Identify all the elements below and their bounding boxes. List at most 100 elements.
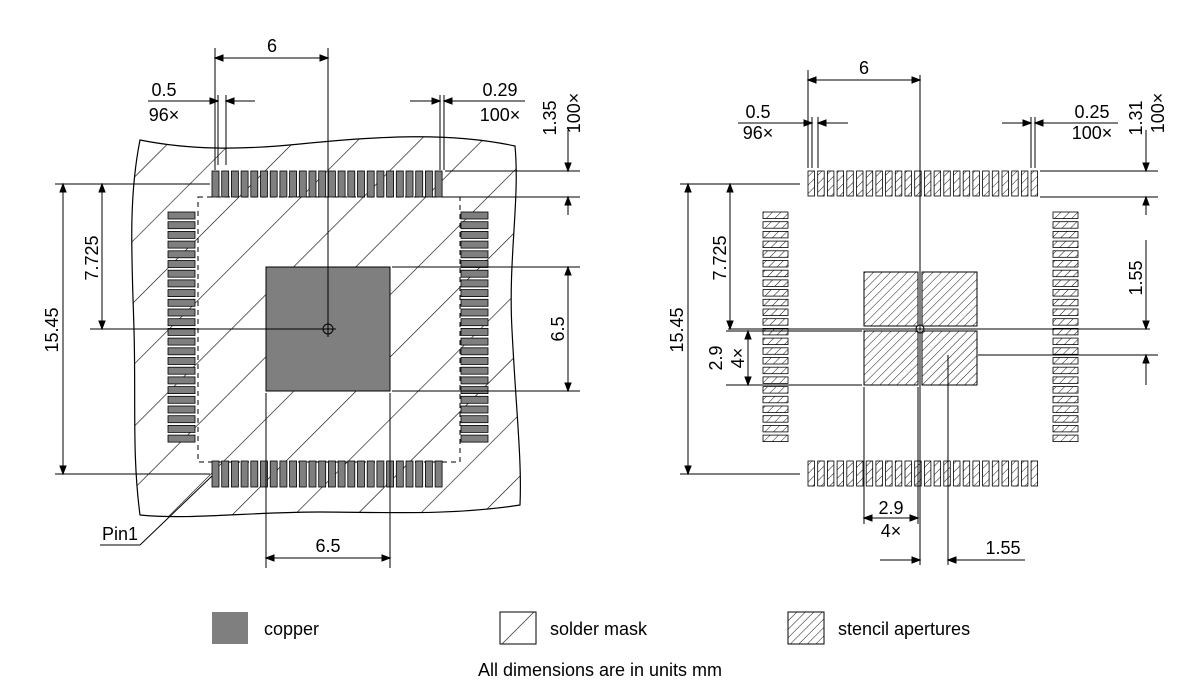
pin1-label: Pin1: [102, 524, 138, 544]
pad: [424, 460, 433, 488]
right-view: 6 0.5 96× 0.25 100× 1.31: [667, 58, 1168, 565]
stencil-pad: [807, 170, 815, 197]
pad: [167, 347, 196, 356]
stencil-pad: [1052, 337, 1079, 346]
units-note: All dimensions are in units mm: [477, 660, 723, 680]
legend-copper-swatch: [212, 612, 248, 644]
left-pads: [167, 170, 489, 488]
r-dim-pad-length-value: 1.31: [1126, 100, 1146, 135]
stencil-pad: [865, 460, 874, 487]
pad: [460, 298, 489, 307]
pad: [460, 386, 489, 395]
stencil-pad: [982, 170, 990, 197]
pad: [460, 211, 489, 220]
pad: [167, 240, 196, 249]
dim-pad-width-value: 0.5: [151, 80, 176, 100]
stencil-pad: [1052, 434, 1079, 443]
stencil-pad: [962, 460, 971, 487]
pad: [308, 460, 317, 488]
stencil-pad: [1052, 250, 1079, 258]
pad: [167, 260, 196, 268]
pad: [347, 170, 356, 198]
pad: [366, 170, 375, 198]
pad: [167, 434, 196, 443]
stencil-pad: [846, 170, 854, 197]
pad: [260, 170, 268, 198]
dim-top-6: [213, 48, 330, 329]
pad: [460, 240, 489, 249]
stencil-pad: [762, 230, 789, 239]
dim-half-span: 7.725: [82, 235, 102, 280]
r-dim-pad-width-count: 96×: [743, 123, 774, 143]
dim-pad-length-count: 100×: [564, 93, 584, 134]
pad: [460, 308, 489, 317]
stencil-pad: [1001, 170, 1009, 197]
pad: [366, 460, 375, 488]
pad: [405, 170, 414, 198]
stencil-pad: [953, 460, 961, 487]
pad: [460, 289, 489, 298]
stencil-pad: [1052, 211, 1079, 219]
right-stencil-pads: [762, 170, 1079, 487]
stencil-pad: [991, 170, 1000, 197]
stencil-pad: [1052, 395, 1079, 404]
pad: [250, 170, 259, 198]
r-dim-aperture-size-h-count: 4×: [881, 521, 902, 541]
r-dim-pad-width-value: 0.5: [745, 102, 770, 122]
pad: [460, 376, 489, 385]
r-dim-half-span: 7.725: [710, 235, 730, 280]
pad: [460, 357, 489, 365]
pad: [460, 434, 489, 443]
r-dim-pad-pitch-value: 0.25: [1074, 102, 1109, 122]
pad: [376, 460, 385, 488]
stencil-pad: [762, 376, 789, 384]
pad: [269, 460, 278, 488]
pad: [318, 460, 327, 488]
stencil-pad: [914, 170, 922, 197]
stencil-pad: [1052, 269, 1079, 278]
stencil-pad: [1052, 424, 1079, 433]
r-dim-full-span: 15.45: [667, 307, 687, 352]
stencil-pad: [894, 170, 903, 197]
stencil-pad: [1052, 289, 1079, 297]
stencil-pad: [1052, 298, 1079, 307]
pad: [167, 424, 196, 433]
stencil-pad: [762, 298, 789, 307]
stencil-pad: [953, 170, 961, 197]
pad: [260, 460, 268, 488]
stencil-pad: [943, 460, 951, 487]
stencil-pad: [817, 170, 825, 197]
pad: [279, 170, 288, 198]
stencil-pad: [962, 170, 971, 197]
r-dim-aperture-pitch-v: 1.55: [1126, 260, 1146, 295]
center-stencil-apertures: [863, 271, 978, 386]
stencil-pad: [933, 460, 941, 487]
dim-full-span: 15.45: [42, 307, 62, 352]
pad: [167, 366, 196, 375]
pad: [167, 221, 196, 230]
pad: [289, 460, 298, 488]
stencil-pad: [762, 211, 789, 219]
r-dim-aperture-size-v-count: 4×: [728, 348, 748, 369]
pad: [167, 415, 196, 424]
pad: [250, 460, 259, 488]
dim-exposed-pad-v: 6.5: [548, 316, 568, 341]
stencil-pad: [836, 170, 844, 197]
stencil-pad: [1011, 460, 1019, 487]
stencil-pad: [762, 366, 789, 375]
pad: [357, 460, 365, 488]
dim-pad-pitch-value: 0.29: [482, 80, 517, 100]
r-dim-aperture-pitch-h: 1.55: [985, 538, 1020, 558]
pad: [167, 395, 196, 404]
stencil-pad: [827, 460, 835, 487]
r-dim-aperture-size-v-value: 2.9: [706, 345, 726, 370]
stencil-pad: [1052, 405, 1079, 413]
r-dim-aperture-size-h-value: 2.9: [878, 498, 903, 518]
stencil-pad: [885, 170, 893, 197]
legend-stencil-swatch: [787, 611, 825, 645]
stencil-pad: [1052, 386, 1079, 394]
pad: [460, 269, 489, 278]
stencil-pad: [1052, 279, 1079, 287]
stencil-pad: [762, 424, 789, 433]
